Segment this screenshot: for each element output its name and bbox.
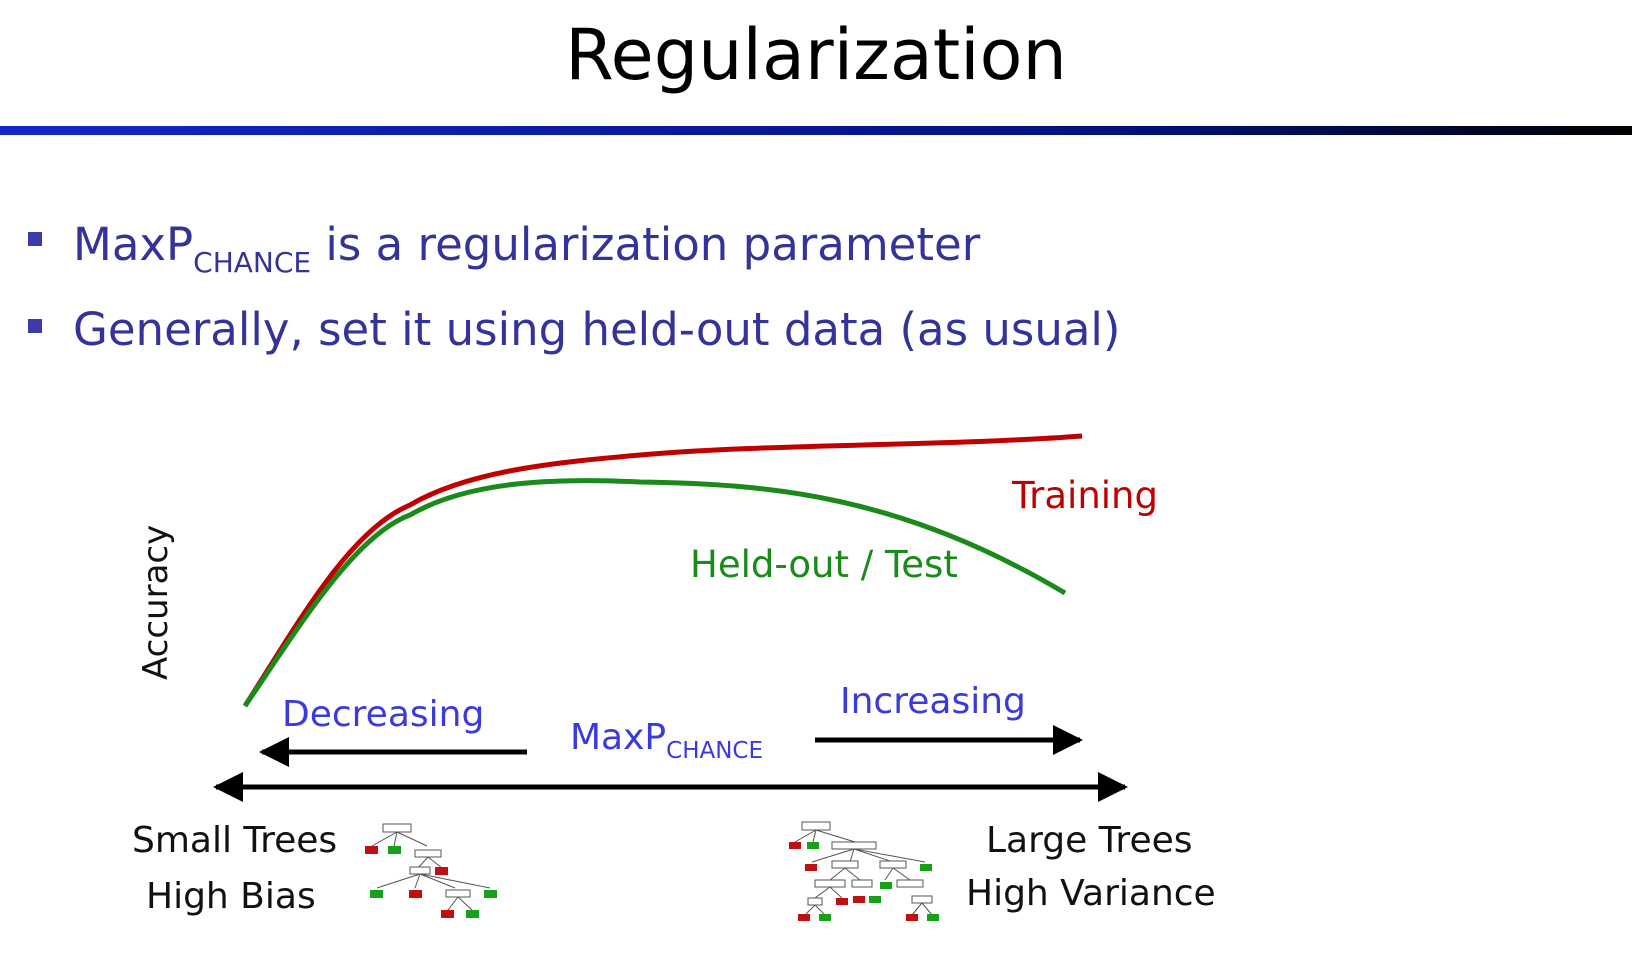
page-title: Regularization [565, 14, 1067, 96]
test-curve [242, 478, 1067, 708]
parameter-label-subscript: CHANCE [666, 738, 764, 764]
bullet-1: MaxPCHANCE is a regularization parameter [73, 218, 980, 279]
large-tree-thumbnail [789, 821, 939, 921]
training-curve-label: Training [1012, 474, 1158, 517]
increasing-label: Increasing [840, 681, 1026, 722]
bullet-2: Generally, set it using held-out data (a… [73, 303, 1121, 356]
parameter-label: MaxPCHANCE [570, 717, 763, 764]
training-curve [242, 433, 1083, 708]
left-end-line2: High Bias [146, 876, 316, 917]
parameter-label-main: MaxP [570, 717, 667, 758]
right-end-line1: Large Trees [986, 820, 1193, 861]
decreasing-label: Decreasing [282, 694, 485, 735]
bullet-1-subscript: CHANCE [193, 246, 312, 279]
bullet-1-main: MaxP [73, 218, 194, 271]
right-end-line2: High Variance [966, 873, 1216, 914]
test-curve-label: Held-out / Test [690, 543, 958, 586]
left-end-line1: Small Trees [132, 820, 338, 861]
y-axis-label: Accuracy [136, 524, 176, 680]
bullet-marker [28, 319, 42, 333]
bullet-marker [28, 232, 42, 246]
small-tree-thumbnail [365, 823, 497, 918]
bullet-1-rest: is a regularization parameter [311, 218, 981, 271]
title-divider [0, 126, 1632, 135]
